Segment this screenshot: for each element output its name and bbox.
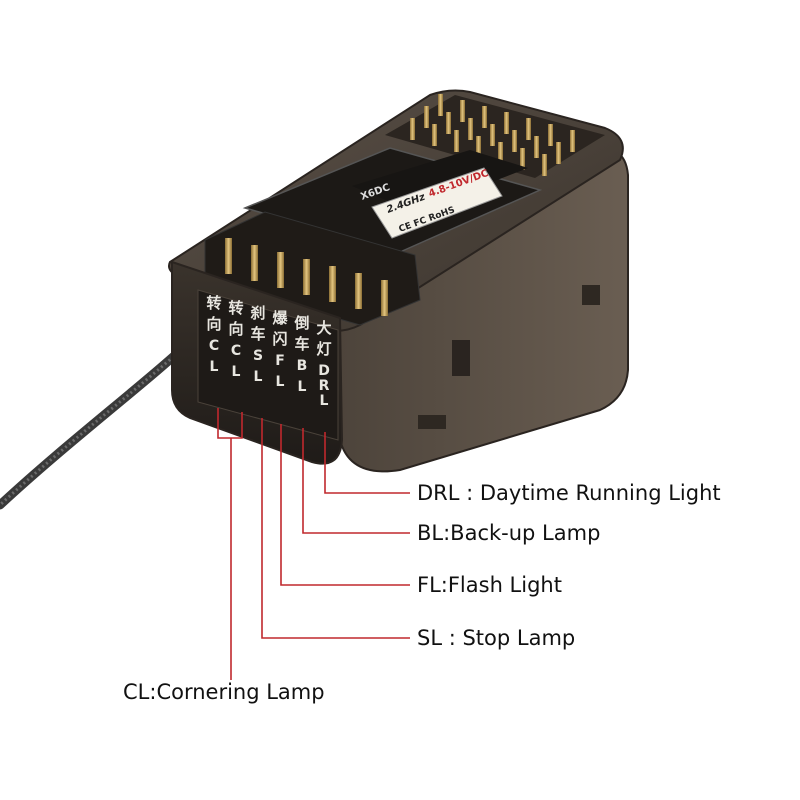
channel-label-char: R — [319, 378, 330, 394]
channel-label-char: L — [210, 359, 219, 375]
spec-sticker — [371, 167, 503, 239]
channel-label-char: 车 — [250, 325, 265, 343]
channel-label-char: C — [231, 343, 241, 359]
channel-label-char: 转 — [228, 299, 243, 317]
channel-label-char: L — [254, 369, 263, 385]
callout-cl: CL:Cornering Lamp — [123, 680, 325, 704]
header-pin — [570, 130, 575, 152]
label-sticker: X6DC 2.4GHz 4.8-10V/DC CE FC RoHS — [242, 147, 543, 253]
channel-label-char: C — [209, 338, 219, 354]
header-pin — [476, 136, 481, 158]
front-pin-header — [204, 211, 421, 326]
header-pin — [542, 154, 547, 176]
header-pin — [468, 118, 473, 140]
channel-label-char: L — [232, 364, 241, 380]
leader-lines — [217, 408, 410, 680]
channel-label-char: L — [320, 393, 329, 409]
channel-label-char: L — [298, 379, 307, 395]
leader-cl-bracket — [217, 408, 243, 439]
header-pin — [548, 124, 553, 146]
side-notch — [418, 415, 446, 429]
channel-label-char: 大 — [316, 319, 331, 337]
header-pin — [277, 252, 284, 288]
leader-drl — [324, 432, 410, 494]
channel-label-char: L — [276, 374, 285, 390]
channel-label-char: 向 — [228, 320, 243, 338]
side-latch — [452, 340, 470, 376]
channel-label-char: 转 — [206, 294, 221, 312]
channel-label-char: 车 — [294, 335, 309, 353]
header-pin — [446, 112, 451, 134]
header-pin — [251, 245, 258, 281]
header-pin — [410, 118, 415, 140]
header-pin — [424, 106, 429, 128]
channel-label-char: B — [297, 358, 308, 374]
header-pin — [438, 94, 443, 116]
channel-label-char: D — [318, 363, 330, 379]
header-pin — [460, 100, 465, 122]
header-pin — [498, 142, 503, 164]
header-pin — [381, 280, 388, 316]
header-pin — [482, 106, 487, 128]
header-pin — [225, 238, 232, 274]
label-plate-bg — [197, 289, 339, 441]
callout-sl: SL : Stop Lamp — [417, 626, 576, 650]
header-pin — [512, 130, 517, 152]
rear-pin-header — [385, 94, 605, 178]
callout-drl: DRL : Daytime Running Light — [417, 481, 721, 505]
leader-bl — [302, 428, 410, 534]
header-pin — [454, 130, 459, 152]
channel-label-char: 向 — [206, 315, 221, 333]
channel-label-char: F — [275, 353, 285, 369]
header-pin — [556, 142, 561, 164]
header-pin — [432, 124, 437, 146]
header-pin — [534, 136, 539, 158]
callout-bl: BL:Back-up Lamp — [417, 521, 601, 545]
leader-sl — [261, 418, 410, 639]
header-pin — [504, 112, 509, 134]
channel-label-char: 灯 — [316, 340, 331, 358]
header-pin — [303, 259, 310, 295]
channel-label-char: 刹 — [250, 304, 265, 322]
callout-fl: FL:Flash Light — [417, 573, 562, 597]
header-pin — [490, 124, 495, 146]
header-pin — [355, 273, 362, 309]
channel-label-char: S — [253, 348, 263, 364]
header-pin — [329, 266, 336, 302]
channel-label-char: 爆 — [272, 309, 288, 327]
channel-label-char: 闪 — [272, 330, 287, 348]
leader-fl — [280, 424, 410, 586]
channel-label-char: 倒 — [293, 314, 309, 332]
header-pin — [520, 148, 525, 170]
header-pin — [526, 118, 531, 140]
